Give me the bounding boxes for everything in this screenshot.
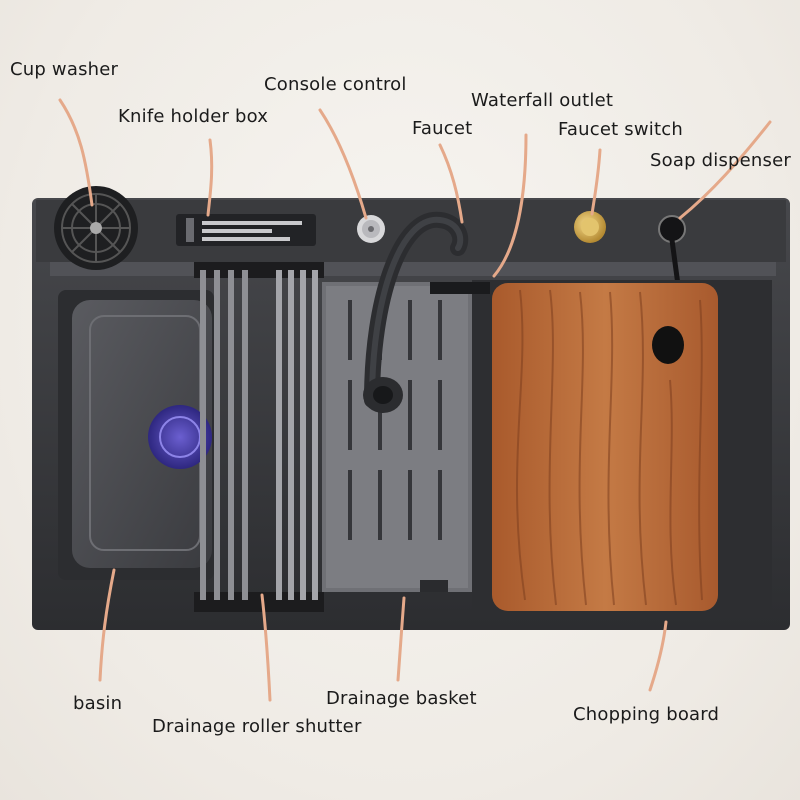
arrow-faucet-switch xyxy=(590,148,602,216)
drainage-roller-shutter xyxy=(194,262,324,612)
label-knife-holder-box: Knife holder box xyxy=(118,106,269,127)
pointer-lines xyxy=(58,98,772,702)
arrow-chopping-board xyxy=(648,620,668,692)
label-cup-washer: Cup washer xyxy=(10,59,119,80)
faucet-switch xyxy=(574,211,606,243)
arrow-console-control xyxy=(318,108,368,220)
arrow-cup-washer xyxy=(58,98,94,207)
console-control xyxy=(357,215,385,243)
label-drainage-basket: Drainage basket xyxy=(326,688,477,709)
drainage-basket xyxy=(322,282,472,592)
label-console-control: Console control xyxy=(264,74,407,95)
arrow-faucet xyxy=(438,143,464,224)
label-chopping-board: Chopping board xyxy=(573,704,720,725)
label-basin: basin xyxy=(73,693,123,714)
knife-holder-box xyxy=(176,214,316,246)
waterfall-outlet xyxy=(430,282,490,294)
label-drainage-roller-shutter: Drainage roller shutter xyxy=(152,716,362,737)
chopping-board xyxy=(492,283,718,611)
arrow-roller-shutter xyxy=(260,593,272,702)
label-soap-dispenser: Soap dispenser xyxy=(650,150,791,171)
arrow-drainage-basket xyxy=(396,596,406,682)
arrow-soap-dispenser xyxy=(678,120,772,220)
label-faucet: Faucet xyxy=(412,118,473,139)
faucet xyxy=(363,211,469,413)
drain-cover xyxy=(148,405,212,469)
arrow-basin xyxy=(98,568,116,682)
cup-washer xyxy=(54,186,138,270)
label-waterfall-outlet: Waterfall outlet xyxy=(471,90,614,111)
sink-rail xyxy=(50,262,776,276)
arrow-waterfall-outlet xyxy=(492,133,528,278)
arrow-knife-holder xyxy=(206,138,214,217)
basin xyxy=(58,290,214,580)
label-faucet-switch: Faucet switch xyxy=(558,119,683,140)
